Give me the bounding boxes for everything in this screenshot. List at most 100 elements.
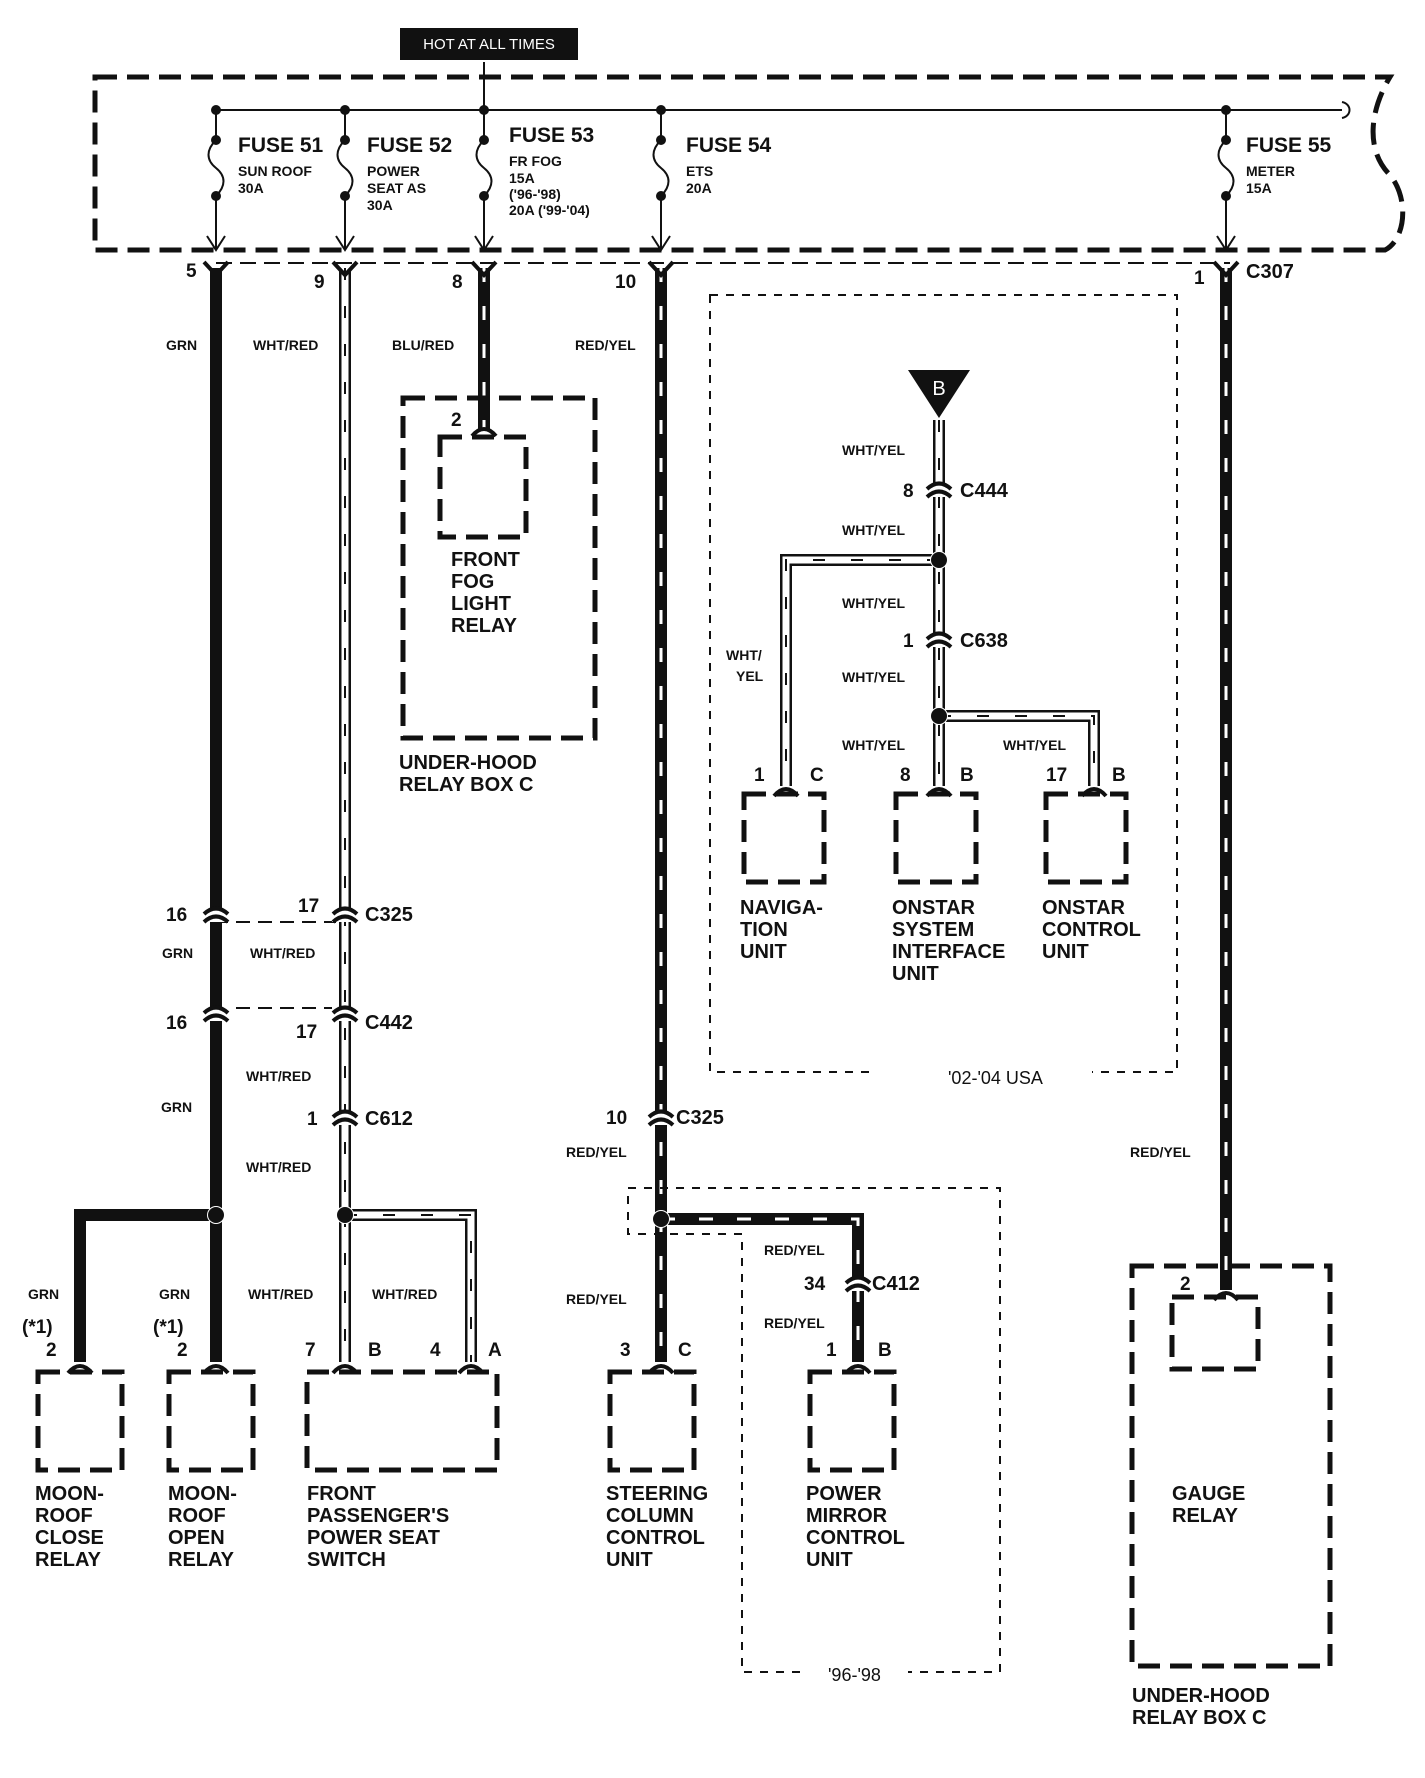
c612-label: C612: [365, 1108, 413, 1130]
seat-switch-pin-7: 7: [305, 1340, 316, 1361]
mirror-unit-label-4: UNIT: [806, 1549, 853, 1571]
gauge-relay-label-1: GAUGE: [1172, 1483, 1245, 1505]
fog-relay-label: FRONT FOG LIGHT RELAY: [451, 549, 520, 637]
connector-c638-icon: [925, 631, 953, 649]
fuse-arrow-icon: [651, 235, 671, 252]
gauge-relay-box: [1169, 1294, 1261, 1372]
fuse-52-label: FUSE 52 POWER SEAT AS 30A: [367, 134, 452, 213]
terminal-icon: [647, 1364, 675, 1375]
relay-box-c-label-1a: UNDER-HOOD: [399, 752, 537, 774]
c307-pin-1: 1: [1194, 268, 1205, 289]
connector-arc-bottom: [925, 639, 953, 649]
wire-label-grn-2: GRN: [162, 945, 193, 961]
terminal-icon: [66, 1364, 94, 1375]
fuse-52-name: FUSE 52: [367, 134, 452, 157]
wire-label-red-yel-2: RED/YEL: [566, 1144, 627, 1160]
connector-arc-bottom: [202, 914, 230, 924]
fuse-54-name: FUSE 54: [686, 134, 772, 157]
connector-arc-top: [647, 1109, 675, 1119]
wire-grn-close-branch: [74, 1209, 216, 1362]
wire-label-grn-5: GRN: [159, 1286, 190, 1302]
steering-unit-label-4: UNIT: [606, 1549, 653, 1571]
moonroof-close-pin: 2: [46, 1340, 57, 1361]
seat-switch-label-4: SWITCH: [307, 1549, 386, 1571]
wire-label-wht-yel-3: WHT/YEL: [842, 595, 905, 611]
bus-junction-dot: [211, 105, 221, 115]
onstar-control-label-1: ONSTAR: [1042, 897, 1126, 919]
terminal-icon: [1212, 1291, 1240, 1302]
moonroof-close-label-1: MOON-: [35, 1483, 104, 1505]
connector-arc-bottom: [844, 1283, 872, 1293]
onstar-region-label-bg: [876, 1058, 1092, 1086]
terminal-icon: [772, 787, 800, 798]
onstar-control-label-2: CONTROL: [1042, 919, 1141, 941]
moonroof-open-relay-box: [166, 1369, 256, 1473]
fuse-53-rating-1: 15A: [509, 170, 535, 186]
reference-b-icon: B: [908, 370, 970, 418]
bus-junction-dot: [340, 105, 350, 115]
fuse-arrow-icon: [206, 235, 226, 252]
steering-unit-connector: C: [678, 1340, 692, 1361]
bus-bar-continuation-icon: [1341, 101, 1351, 119]
mirror-region-box: [627, 1187, 1001, 1673]
fog-relay-pin: 2: [451, 410, 462, 431]
mirror-region-label: '96-'98: [828, 1665, 881, 1685]
moonroof-open-note: (*1): [153, 1317, 184, 1338]
connector-c442-grn-icon: [202, 1005, 230, 1023]
onstar-control-pin: 17: [1046, 765, 1067, 786]
fog-relay-label-4: RELAY: [451, 615, 518, 637]
onstar-interface-label-2: SYSTEM: [892, 919, 974, 941]
wire-label-red-yel-6: RED/YEL: [1130, 1144, 1191, 1160]
mirror-unit-label-3: CONTROL: [806, 1527, 905, 1549]
fog-relay-box-outline: [400, 395, 598, 741]
steering-unit-label-2: COLUMN: [606, 1505, 694, 1527]
connector-arc-top: [331, 906, 359, 916]
fog-relay-component: [437, 434, 529, 540]
wire-group: [74, 268, 1232, 1362]
onstar-interface-label-3: INTERFACE: [892, 941, 1005, 963]
terminal-icon: [331, 1364, 359, 1375]
relay-box-c-label-2a: UNDER-HOOD: [1132, 1685, 1270, 1707]
wire-stripe: [345, 1214, 472, 1362]
fuse-arrow-icon: [1216, 235, 1236, 252]
mirror-unit-connector: B: [878, 1340, 892, 1361]
hot-label-text: HOT AT ALL TIMES: [423, 36, 555, 53]
c638-pin-1: 1: [903, 631, 914, 652]
c612-pin-1: 1: [307, 1109, 318, 1130]
wire-label-wht-red-6: WHT/RED: [372, 1286, 437, 1302]
terminal-icon: [470, 427, 498, 438]
nav-unit-label-3: UNIT: [740, 941, 787, 963]
c307-terminal-icon: [647, 260, 675, 278]
connector-arc-top: [925, 631, 953, 641]
fuse-53-years-1: ('96-'98): [509, 186, 561, 202]
c412-label: C412: [872, 1273, 920, 1295]
fuse-symbol-icon: [206, 105, 226, 252]
wire-label-wht-yel-split-1: WHT/: [726, 647, 762, 663]
relay-box-c-outline-2: [1129, 1263, 1333, 1669]
splice-dot: [931, 552, 947, 568]
fuse-group: [206, 105, 1236, 252]
wire-label-red-yel-5: RED/YEL: [764, 1315, 825, 1331]
c442-pin-17: 17: [296, 1022, 317, 1043]
fuse-element: [1217, 139, 1235, 197]
connector-c442-wr-icon: [331, 1005, 359, 1023]
wire-wht-yel-nav: [780, 554, 939, 786]
c307-terminal-icon: [470, 260, 498, 278]
wire-label-wht-yel-2: WHT/YEL: [842, 522, 905, 538]
wire-label-wht-yel-1: WHT/YEL: [842, 442, 905, 458]
terminal-icon: [1080, 787, 1108, 798]
fuse-symbol-icon: [651, 105, 671, 252]
c444-pin-8: 8: [903, 481, 914, 502]
c307-pin-8: 8: [452, 272, 463, 293]
fuse-arrow-icon: [335, 235, 355, 252]
connector-arc-top: [925, 481, 953, 491]
wire-label-blu-red: BLU/RED: [392, 337, 454, 353]
moonroof-open-pin: 2: [177, 1340, 188, 1361]
seat-switch-connector-a: A: [488, 1340, 502, 1361]
fuse-53-desc: FR FOG: [509, 153, 562, 169]
nav-unit-pin: 1: [754, 765, 765, 786]
fuse-54-rating: 20A: [686, 180, 712, 196]
nav-unit-box: [741, 791, 827, 885]
bus-junction-dot: [656, 105, 666, 115]
fuse-symbol-icon: [335, 105, 355, 252]
